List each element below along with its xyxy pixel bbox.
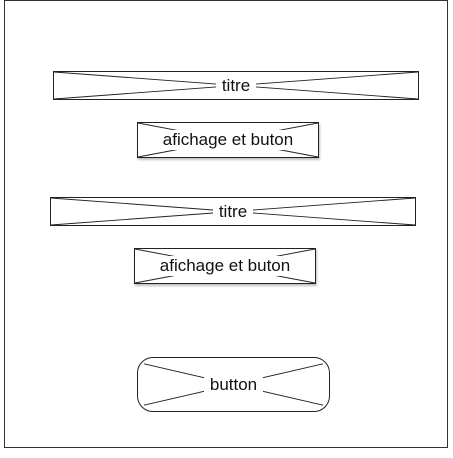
section-2-display-placeholder[interactable]: afichage et buton xyxy=(134,248,316,284)
section-1-display-placeholder[interactable]: afichage et buton xyxy=(137,122,319,158)
section-1-title-text: titre xyxy=(215,75,257,96)
section-1-title-placeholder: titre xyxy=(53,71,419,100)
section-1-display-label: afichage et buton xyxy=(156,130,300,150)
main-button-label: button xyxy=(203,374,264,395)
main-button[interactable]: button xyxy=(137,357,330,412)
section-2-display-label: afichage et buton xyxy=(153,256,297,276)
section-2-title-placeholder: titre xyxy=(50,197,416,226)
section-2-title-text: titre xyxy=(212,201,254,222)
